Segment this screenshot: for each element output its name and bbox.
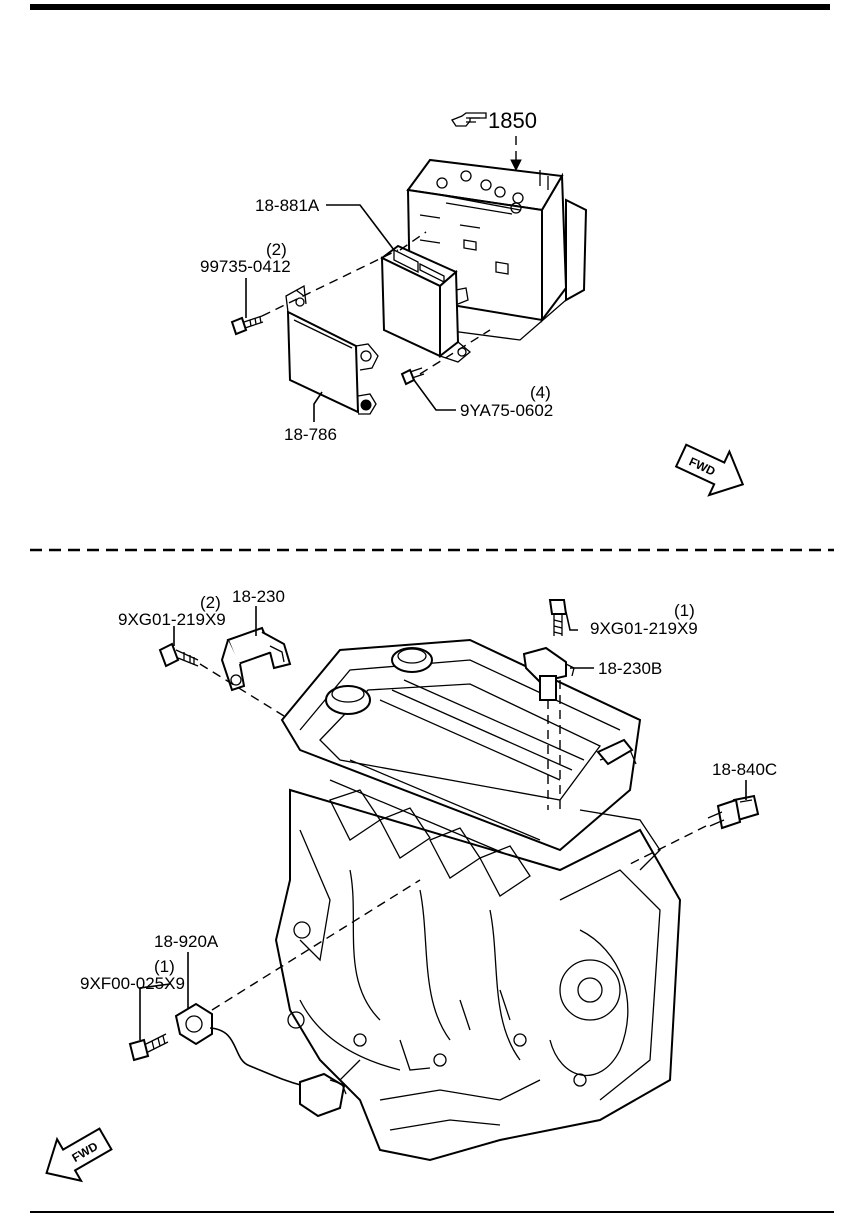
qty-bolt-upper: (2) — [266, 240, 287, 259]
ckp-sensor — [522, 646, 575, 701]
qty-bolt-lower: (4) — [530, 383, 551, 402]
callout-9xf00-025x9: 9XF00-025X9 — [80, 974, 185, 993]
bolt-ckp — [548, 599, 568, 636]
fwd-arrow-icon: FWD — [45, 1127, 113, 1183]
leaders-bottom — [139, 606, 747, 1040]
bottom-section: 18-230 (2) 9XG01-219X9 (1) 9XG01-219X9 1… — [45, 587, 777, 1183]
ect-sensor — [707, 794, 760, 830]
callout-18-840c: 18-840C — [712, 760, 777, 779]
callout-99735-0412: 99735-0412 — [200, 257, 291, 276]
callout-bolt-cmp: 9XG01-219X9 — [118, 610, 226, 629]
callout-bolt-ckp: 9XG01-219X9 — [590, 619, 698, 638]
bolt-upper — [230, 315, 264, 336]
cover-bracket — [285, 284, 379, 415]
knock-sensor — [174, 1002, 347, 1118]
callout-18-881a: 18-881A — [255, 196, 320, 215]
callout-1850: 1850 — [488, 108, 537, 133]
pcm-module — [380, 244, 472, 363]
cmp-sensor — [220, 626, 292, 692]
bolt-lower — [400, 367, 425, 386]
pointing-hand-icon — [451, 112, 487, 127]
bolt-knock — [128, 1033, 169, 1062]
qty-bolt-ckp: (1) — [674, 601, 695, 620]
qty-bolt-knock: (1) — [154, 957, 175, 976]
bolt-cmp — [158, 642, 199, 668]
leaders-top — [245, 204, 491, 422]
callout-9ya75-0602: 9YA75-0602 — [460, 401, 553, 420]
qty-bolt-cmp: (2) — [200, 593, 221, 612]
top-border — [30, 4, 830, 10]
fwd-arrow-icon: FWD — [674, 443, 745, 497]
callout-18-920a: 18-920A — [154, 932, 219, 951]
callout-18-786: 18-786 — [284, 425, 337, 444]
callout-18-230b: 18-230B — [598, 659, 662, 678]
callout-18-230: 18-230 — [232, 587, 285, 606]
top-section: 1850 — [200, 108, 745, 497]
